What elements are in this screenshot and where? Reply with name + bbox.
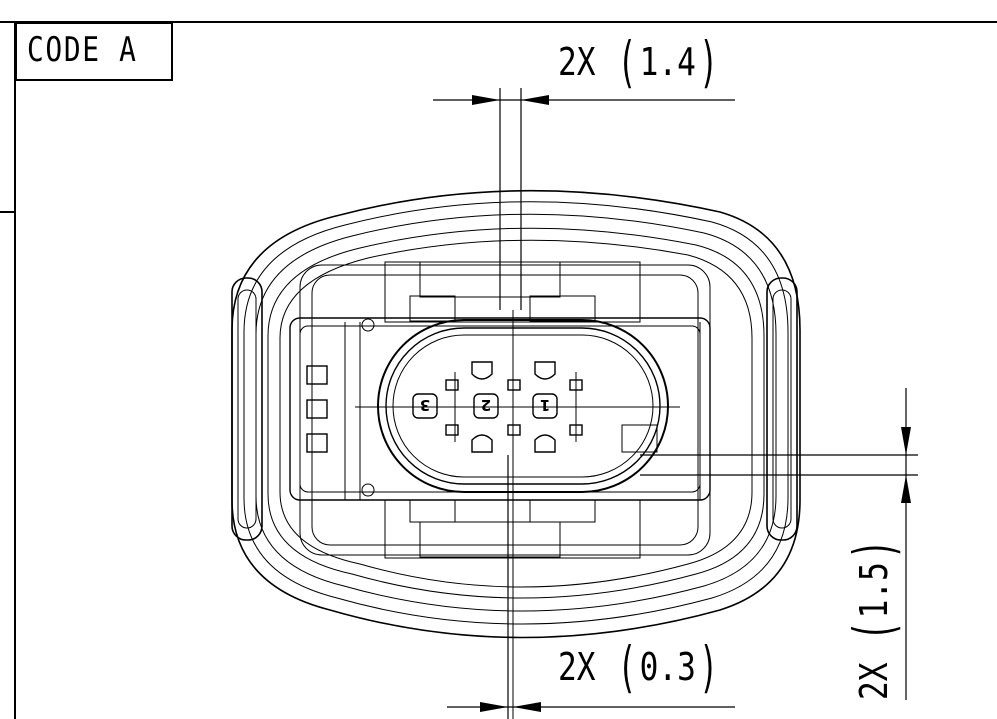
- code-label: CODE A: [27, 30, 138, 70]
- pin-label-3: 3: [420, 396, 430, 414]
- drawing-frame: [0, 21, 997, 719]
- code-label-box: [15, 22, 173, 81]
- dimension-right-value: 1.5: [852, 562, 896, 619]
- dimension-bottom: 2X (0.3): [558, 635, 721, 699]
- dimension-top-value: 1.4: [639, 40, 696, 84]
- dimension-bottom-value: 0.3: [639, 645, 696, 689]
- pin-label-2: 2: [481, 396, 491, 414]
- paren-close: ): [699, 635, 718, 699]
- centerlines: [355, 310, 680, 719]
- dimension-lines: [433, 88, 918, 719]
- dimension-top: 2X (1.4): [558, 30, 721, 94]
- pin-contacts: [412, 361, 583, 453]
- dimension-right-count: 2X: [852, 662, 896, 700]
- paren-open: (: [617, 30, 637, 94]
- contact-cavity: [377, 319, 669, 493]
- dimension-top-count: 2X: [558, 40, 596, 84]
- paren-open: (: [842, 621, 906, 641]
- paren-open: (: [617, 635, 637, 699]
- paren-close: ): [842, 540, 906, 559]
- pin-label-1: 1: [540, 396, 550, 414]
- dimension-right: 2X (1.5): [842, 537, 906, 700]
- pin-labels: 1 2 3: [420, 396, 550, 414]
- connector-housing: [231, 189, 801, 639]
- paren-close: ): [699, 30, 718, 94]
- dimension-bottom-count: 2X: [558, 645, 596, 689]
